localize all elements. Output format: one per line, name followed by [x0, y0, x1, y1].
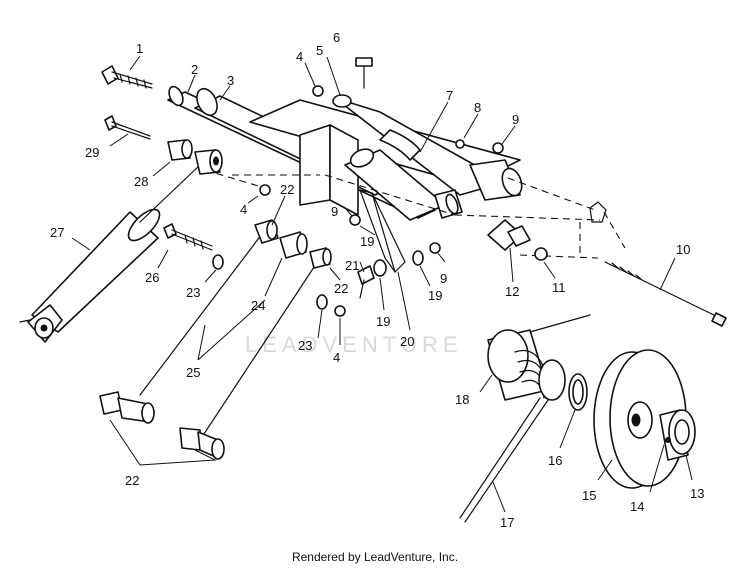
- callout-21: 21: [345, 258, 359, 273]
- callout-24: 24: [251, 298, 265, 313]
- parts-diagram: LEADVENTURE: [19, 30, 727, 530]
- callout-16: 16: [548, 453, 562, 468]
- callout-18: 18: [455, 392, 469, 407]
- callout-23: 23: [186, 285, 200, 300]
- callout-15: 15: [582, 488, 596, 503]
- part-13-hub: [659, 409, 696, 461]
- callout-20: 20: [400, 334, 414, 349]
- part-12-bracket: [487, 219, 531, 251]
- callout-9: 9: [331, 204, 338, 219]
- callout-25: 25: [186, 365, 200, 380]
- callout-14: 14: [630, 499, 644, 514]
- callout-11: 11: [552, 280, 566, 295]
- callout-19: 19: [376, 314, 390, 329]
- callout-6: 6: [333, 30, 340, 45]
- bolts: [101, 57, 375, 299]
- callout-12: 12: [505, 284, 519, 299]
- callout-2: 2: [191, 62, 198, 77]
- callout-10: 10: [676, 242, 690, 257]
- callout-22: 22: [125, 473, 139, 488]
- part-27-shock-absorber: [19, 164, 201, 343]
- callout-9: 9: [512, 112, 519, 127]
- callout-19: 19: [428, 288, 442, 303]
- callout-9: 9: [440, 271, 447, 286]
- callout-27: 27: [50, 225, 64, 240]
- callout-7: 7: [446, 88, 453, 103]
- part-25-links: [99, 219, 332, 460]
- callout-28: 28: [134, 174, 148, 189]
- callout-8: 8: [474, 100, 481, 115]
- callout-22: 22: [280, 182, 294, 197]
- callout-4: 4: [296, 49, 303, 64]
- callout-3: 3: [227, 73, 234, 88]
- callout-13: 13: [690, 486, 704, 501]
- callout-19: 19: [360, 234, 374, 249]
- callout-22: 22: [334, 281, 348, 296]
- callout-23: 23: [298, 338, 312, 353]
- callout-26: 26: [145, 270, 159, 285]
- callout-4: 4: [333, 350, 340, 365]
- part-28-bushings: [167, 139, 223, 175]
- part-10-long-bolt: [604, 261, 727, 327]
- callout-17: 17: [500, 515, 514, 530]
- part-16-washer: [568, 373, 588, 411]
- watermark-text: LEADVENTURE: [245, 332, 463, 357]
- leader-lines: [71, 55, 693, 513]
- assembly-lines: [204, 169, 626, 259]
- callout-5: 5: [316, 43, 323, 58]
- small-hardware: [212, 85, 548, 317]
- callout-numbers: 1 2 3 4 5 6 7 8 9 29 28 22 4 9 27 26 23 …: [50, 30, 704, 530]
- callout-4: 4: [240, 202, 247, 217]
- callout-1: 1: [136, 41, 143, 56]
- part-18-spring-assembly: [459, 314, 591, 523]
- main-frame: [249, 94, 523, 273]
- callout-29: 29: [85, 145, 99, 160]
- render-credit: Rendered by LeadVenture, Inc.: [291, 550, 459, 564]
